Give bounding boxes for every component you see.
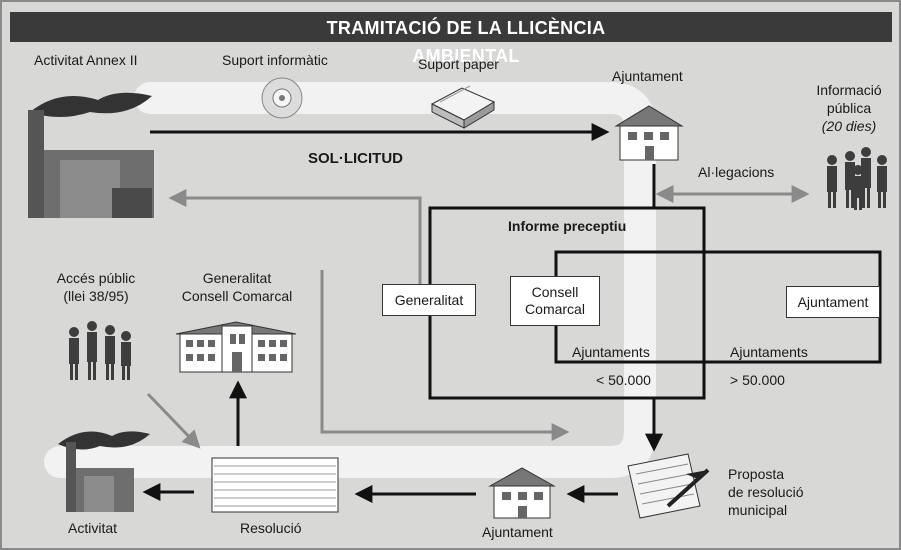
townhall-icon	[614, 105, 684, 161]
label-ajuntament-top: Ajuntament	[612, 68, 683, 84]
return-arrow	[168, 189, 422, 284]
label-acces-public: Accés públic	[56, 270, 136, 286]
header-band	[10, 12, 892, 42]
label-suport-paper: Suport paper	[418, 56, 499, 72]
factory-icon	[58, 431, 150, 512]
proposal-document-icon	[627, 453, 710, 519]
box-consell-line2: Comarcal	[525, 301, 585, 317]
label-sol-licitud: SOL·LICITUD	[308, 150, 403, 167]
box-generalitat-label: Generalitat	[394, 291, 464, 308]
label-publica: pública	[826, 100, 872, 116]
people-icon	[827, 147, 887, 210]
townhall-icon	[488, 467, 556, 519]
gray-arrow-lower	[320, 270, 570, 441]
box-ajuntament: Ajuntament	[786, 286, 880, 318]
page-title: TRAMITACIÓ DE LA LLICÈNCIA AMBIENTAL	[326, 18, 606, 66]
box-ajuntament-label: Ajuntament	[797, 293, 869, 310]
label-ajuntaments-left: Ajuntaments	[572, 344, 650, 360]
label-proposta-2: de resolució	[728, 484, 804, 500]
label-activitat-annex: Activitat Annex II	[34, 52, 138, 68]
label-activitat: Activitat	[68, 520, 118, 536]
label-informacio: Informació	[816, 82, 882, 98]
label-informe-preceptiu: Informe preceptiu	[508, 218, 627, 234]
factory-icon	[28, 92, 154, 218]
label-al-legacions: Al·legacions	[698, 164, 775, 180]
label-suport-informatic: Suport informàtic	[222, 52, 328, 68]
generalitat-building-icon	[175, 321, 297, 373]
box-generalitat: Generalitat	[382, 284, 476, 316]
document-icon	[211, 457, 339, 513]
label-consell-comarcal-top: Consell Comarcal	[181, 288, 293, 304]
path-band	[44, 82, 656, 478]
label-gt-50000: > 50.000	[730, 372, 785, 388]
label-resolucio: Resolució	[240, 520, 302, 536]
label-generalitat-top: Generalitat	[202, 270, 272, 286]
label-ajuntament-bottom: Ajuntament	[482, 524, 553, 540]
label-20-dies: (20 dies)	[821, 118, 877, 134]
label-proposta-3: municipal	[728, 502, 788, 518]
people-icon	[69, 321, 131, 380]
label-lt-50000: < 50.000	[596, 372, 651, 388]
label-proposta-1: Proposta	[728, 466, 785, 482]
paper-stack-icon	[430, 85, 496, 129]
box-consell-comarcal: Consell Comarcal	[510, 276, 600, 326]
cd-icon	[261, 77, 303, 119]
label-llei: (llei 38/95)	[63, 288, 129, 304]
label-ajuntaments-right: Ajuntaments	[730, 344, 808, 360]
box-consell-line1: Consell	[531, 284, 579, 300]
